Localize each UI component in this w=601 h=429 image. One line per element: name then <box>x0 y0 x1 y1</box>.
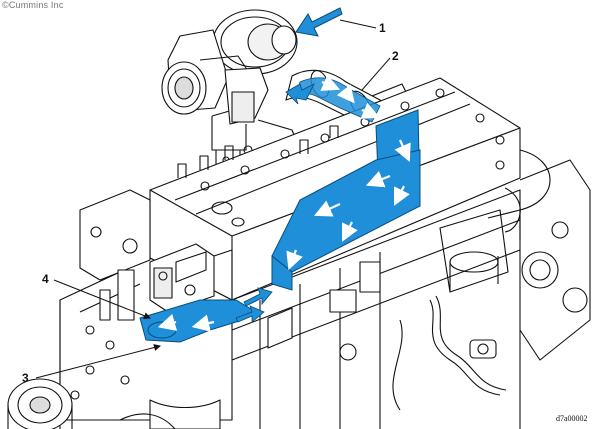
airflow-arrow-icon <box>365 170 391 188</box>
airflow-arrow-icon <box>191 314 215 332</box>
callout-1-number: 1 <box>379 21 386 35</box>
valve-train <box>149 243 233 313</box>
crankshaft-pulley <box>7 378 221 429</box>
airflow-arrow-icon <box>394 185 410 206</box>
fuel-lines <box>392 295 507 411</box>
airflow-arrow-icon <box>285 83 315 105</box>
callout-4-leader <box>53 279 151 320</box>
left-bracket <box>79 189 151 321</box>
copyright-notice: ©Cummins Inc <box>2 0 64 10</box>
airflow-arrow-icon <box>336 84 355 104</box>
airflow-arrow-icon <box>235 305 265 323</box>
turbocharger <box>161 9 301 171</box>
intake-port-opening <box>147 321 177 339</box>
intake-plenum-lower <box>271 254 293 291</box>
airflow-arrow-icon <box>313 200 341 217</box>
callout-4-number: 4 <box>42 272 49 286</box>
airflow-arrow-icon <box>320 74 341 91</box>
external-flow-arrows <box>235 7 343 323</box>
airflow-arrow-icon <box>243 287 273 307</box>
callout-3-number: 3 <box>22 371 29 385</box>
callout-2-leader <box>361 57 391 91</box>
airflow-arrow-icon <box>394 139 411 163</box>
callout-1-leader <box>339 19 377 29</box>
figure-id: d7a00002 <box>556 414 588 423</box>
airflow-arrow-icon <box>342 221 358 242</box>
callout-3-leader <box>35 344 161 379</box>
airflow-arrow-icon <box>286 249 303 271</box>
callout-2-number: 2 <box>392 49 399 63</box>
airflow-arrow-icon <box>295 7 343 37</box>
airflow-arrow-icon <box>157 313 178 331</box>
airflow-arrow-icon <box>360 102 381 119</box>
